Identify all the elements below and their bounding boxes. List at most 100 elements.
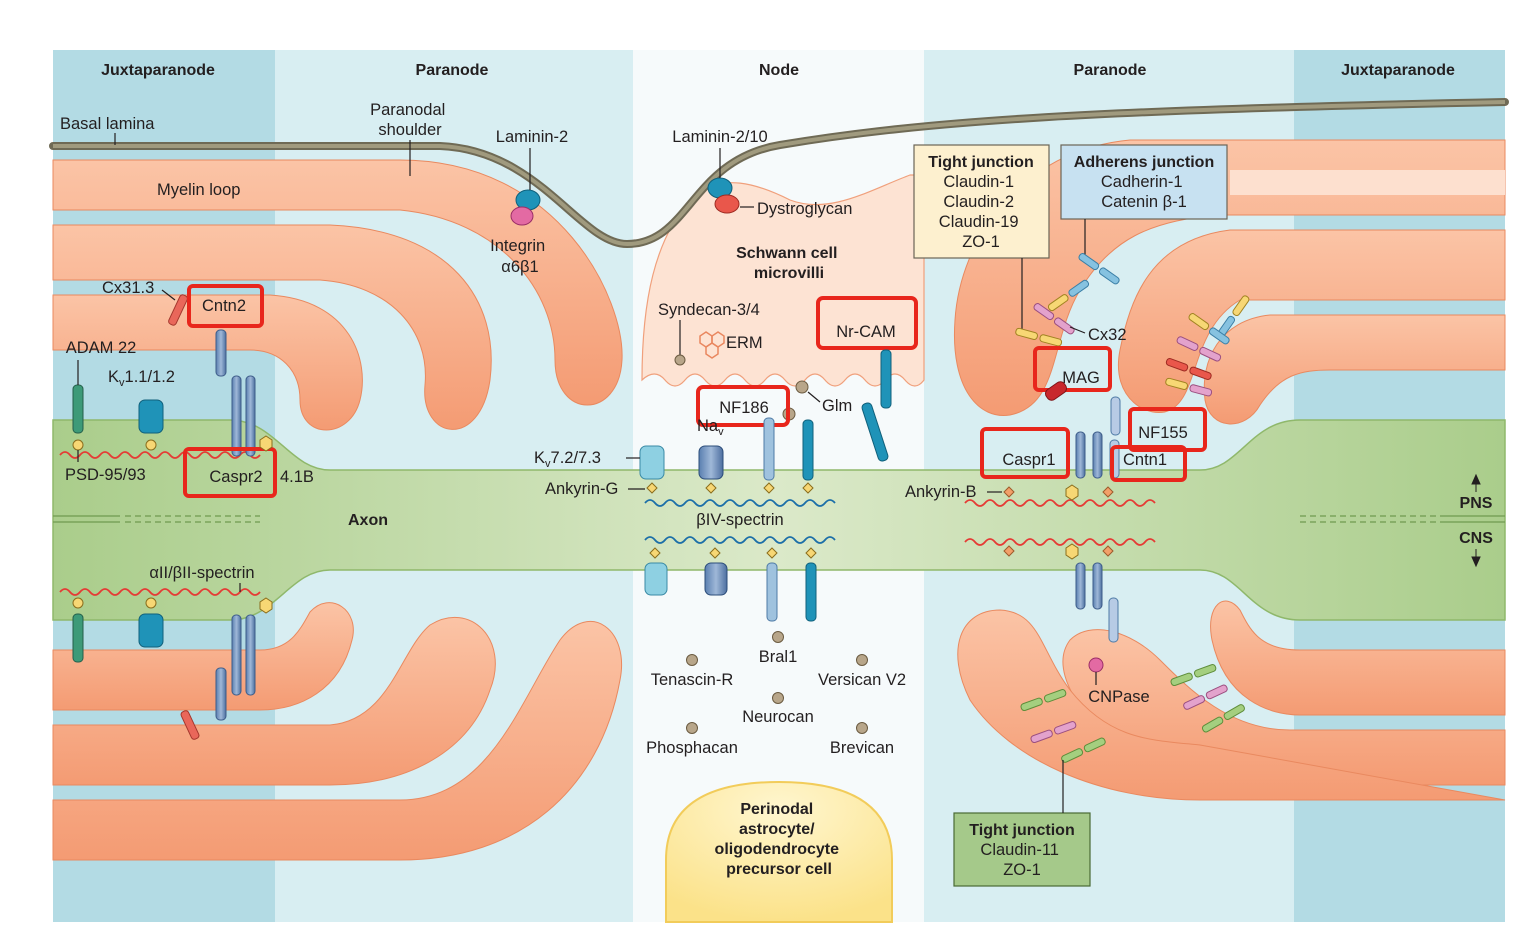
cx313-connexin — [168, 294, 188, 326]
versican-dot — [856, 654, 868, 666]
pns-junction-pairs — [1015, 253, 1250, 397]
nrcam-label: Nr-CAM — [836, 323, 896, 341]
region-label-paranode-right: Paranode — [1074, 62, 1147, 79]
cns-band41b — [259, 597, 273, 614]
cns-nrcam-protein — [805, 562, 817, 622]
biv-spectrin-cns — [644, 536, 836, 544]
nf155-label: NF155 — [1138, 424, 1188, 442]
caspr2-highlight — [183, 447, 277, 498]
cns-nf155-protein — [1108, 597, 1119, 643]
adherens-title: Adherens junction — [1074, 154, 1214, 171]
biv-spectrin-label: βIV-spectrin — [696, 511, 783, 529]
cns-adam22-protein — [72, 613, 84, 663]
ankyrin-g-diamonds — [646, 482, 817, 559]
ankyrin-b-shapes — [1003, 484, 1114, 560]
erm-label: ERM — [726, 334, 763, 352]
syndecan-dot — [674, 354, 686, 366]
bral1-dot — [772, 631, 784, 643]
tight-junction-cns-items: Claudin-11 ZO-1 — [980, 841, 1063, 879]
syndecan-label: Syndecan-3/4 — [658, 301, 760, 319]
spectrin-waves-red — [59, 451, 1156, 596]
laminin210-label: Laminin-2/10 — [672, 128, 767, 146]
schwann-microvilli-label: Schwann cell microvilli — [736, 245, 842, 282]
region-label-juxtaparanode-left: Juxtaparanode — [101, 62, 215, 79]
cns-psd-dot-1 — [72, 597, 84, 609]
nf155-highlight — [1128, 407, 1207, 452]
axon — [52, 419, 1506, 621]
cns-psd-dot-2 — [145, 597, 157, 609]
kv11-channel — [138, 399, 164, 434]
myelin-cns-loop-2 — [52, 616, 496, 786]
nf186-label: NF186 — [719, 399, 769, 417]
adherens-junction-box — [1060, 144, 1228, 220]
neurocan-label: Neurocan — [742, 708, 814, 726]
myelin-right-bottom — [957, 600, 1506, 801]
caspr2-label: Caspr2 — [209, 468, 262, 486]
caspr2-protein-b — [245, 375, 256, 457]
region-label-node: Node — [759, 62, 799, 79]
glm-dot-1 — [795, 380, 809, 394]
adherens-items: Cadherin-1 Catenin β-1 — [1101, 173, 1187, 211]
myelin-cns-loop-1 — [52, 602, 354, 711]
psd-dot-2 — [145, 439, 157, 451]
caspr1-protein-a — [1075, 431, 1086, 479]
cns-arrow-icon — [1471, 549, 1481, 568]
kv72-channel — [639, 445, 665, 480]
caspr2-protein-a — [231, 375, 242, 457]
spectrin-cns-right — [964, 538, 1156, 546]
cns-label: CNS — [1459, 530, 1493, 547]
integrin-label: Integrin α6β1 — [490, 237, 550, 276]
myelin-left-bottom — [52, 602, 622, 861]
cns-kv-channel — [138, 613, 164, 648]
cns-nf186-protein — [766, 562, 778, 622]
spectrin-all-label: αII/βII-spectrin — [149, 564, 254, 582]
phosphacan-label: Phosphacan — [646, 739, 738, 757]
neurocan-dot — [772, 692, 784, 704]
myelin-left-top — [52, 159, 623, 431]
basal-lamina-core — [53, 100, 1506, 247]
cnpase-label: CNPase — [1088, 688, 1149, 706]
adam22-protein — [72, 384, 84, 434]
caspr1-highlight — [980, 427, 1070, 479]
cns-junction-pairs — [1020, 664, 1245, 763]
ankyrin-b-label: Ankyrin-B — [905, 483, 977, 501]
tight-junction-pns-box — [913, 144, 1050, 259]
biv-spectrin-pns — [644, 499, 836, 507]
axon-label: Axon — [348, 512, 388, 529]
nrcam-highlight — [816, 296, 918, 350]
cntn1-label: Cntn1 — [1123, 451, 1167, 469]
nrcam-node-protein — [802, 419, 814, 481]
cntn2-highlight — [187, 284, 264, 328]
myelin-loop-outer — [52, 159, 623, 406]
caspr1-protein-b — [1092, 431, 1103, 479]
spectrin-pns-right — [964, 499, 1156, 507]
spectrin-cns-left — [59, 588, 261, 596]
nf186-highlight — [696, 385, 790, 427]
psd-dot-1 — [72, 439, 84, 451]
cnpase-molecule — [1088, 657, 1104, 673]
cntn2-label: Cntn2 — [202, 297, 246, 315]
psd-label: PSD-95/93 — [65, 466, 146, 484]
tight-junction-pns-items: Claudin-1 Claudin-2 Claudin-19 ZO-1 — [939, 173, 1023, 251]
myelin-cns-loop-3 — [52, 621, 622, 861]
tight-junction-cns-title: Tight junction — [969, 822, 1074, 839]
nf186-protein — [763, 417, 775, 481]
band41b-hexagon — [259, 435, 273, 452]
cx32-leader — [1069, 326, 1086, 334]
adam22-label: ADAM 22 — [66, 339, 137, 357]
nf155-protein — [1110, 396, 1121, 436]
cns-cntn2-protein — [215, 667, 227, 721]
erm-hexagons — [699, 331, 725, 359]
tenascin-dot — [686, 654, 698, 666]
band41b-label: 4.1B — [280, 468, 314, 486]
cx313-label: Cx31.3 — [102, 279, 154, 297]
myelin-loop-label: Myelin loop — [157, 181, 240, 199]
cns-caspr2-b — [245, 614, 256, 696]
glm-leader — [807, 391, 821, 403]
cns-caspr1-b — [1092, 562, 1103, 610]
dystroglycan-molecule — [714, 194, 740, 214]
laminin2-label: Laminin-2 — [496, 128, 568, 146]
versican-label: Versican V2 — [818, 671, 906, 689]
cntn2-protein — [215, 329, 227, 377]
dystroglycan-label: Dystroglycan — [757, 200, 852, 218]
